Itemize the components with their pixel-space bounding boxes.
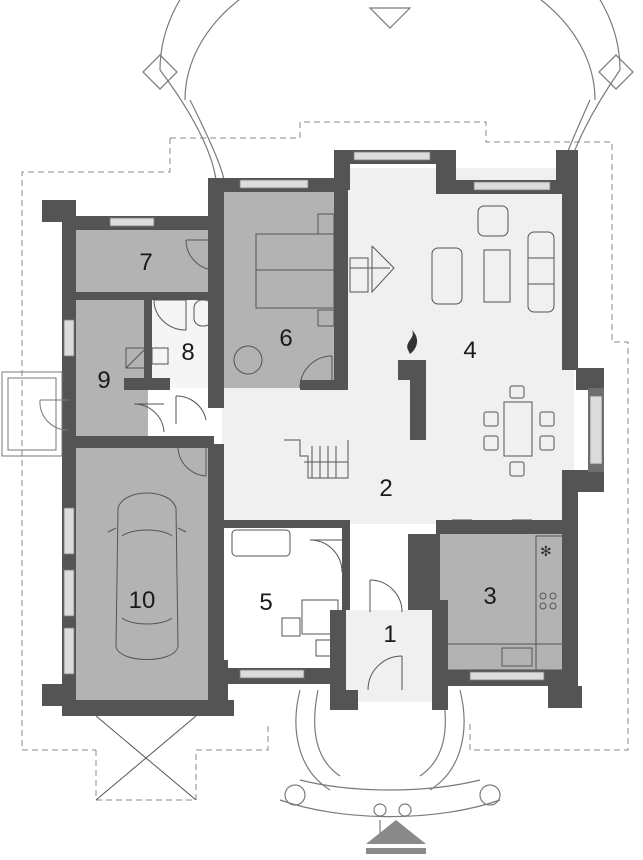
staircase xyxy=(284,439,349,479)
room-label-2: 2 xyxy=(379,475,392,502)
room-label-9: 9 xyxy=(97,367,110,394)
room-9-fill xyxy=(76,296,148,438)
office-sofa xyxy=(231,529,291,557)
side-entrance xyxy=(1,371,70,457)
doors xyxy=(133,239,532,691)
room-8-fill xyxy=(148,296,214,388)
entrance-arrow-base xyxy=(366,848,426,854)
room-4-fill xyxy=(346,168,574,388)
dining-table xyxy=(503,401,533,457)
bottom-pergola xyxy=(279,689,501,840)
car xyxy=(115,492,179,660)
room-10-fill xyxy=(76,448,216,708)
desk xyxy=(301,599,339,635)
armchair-top xyxy=(477,205,509,237)
entrance-arrow-icon xyxy=(366,820,426,844)
room-label-5: 5 xyxy=(259,589,272,616)
armchair xyxy=(233,345,263,375)
room-fills xyxy=(76,168,574,708)
room-3-fill xyxy=(440,534,564,670)
room-1-fill xyxy=(346,610,434,702)
room-labels: 1 2 3 4 5 6 7 8 9 10 xyxy=(97,249,496,648)
room-label-3: 3 xyxy=(483,583,496,610)
room-label-6: 6 xyxy=(279,325,292,352)
bed xyxy=(255,233,335,309)
room-7-fill xyxy=(76,230,214,296)
sofa-left xyxy=(431,247,463,305)
room-5-fill xyxy=(222,524,346,672)
room-label-1: 1 xyxy=(383,621,396,648)
room-label-7: 7 xyxy=(139,249,152,276)
windows xyxy=(63,151,603,681)
fireplace xyxy=(349,245,426,380)
coffee-table xyxy=(483,249,511,303)
roof-outline xyxy=(21,121,629,801)
room-label-10: 10 xyxy=(129,587,156,614)
sofa-right xyxy=(527,231,555,313)
room-label-4: 4 xyxy=(463,337,476,364)
room-label-8: 8 xyxy=(181,339,194,366)
svg-text:✻: ✻ xyxy=(540,544,552,560)
room-6-fill xyxy=(222,190,340,390)
furniture: ✻ xyxy=(95,205,565,801)
